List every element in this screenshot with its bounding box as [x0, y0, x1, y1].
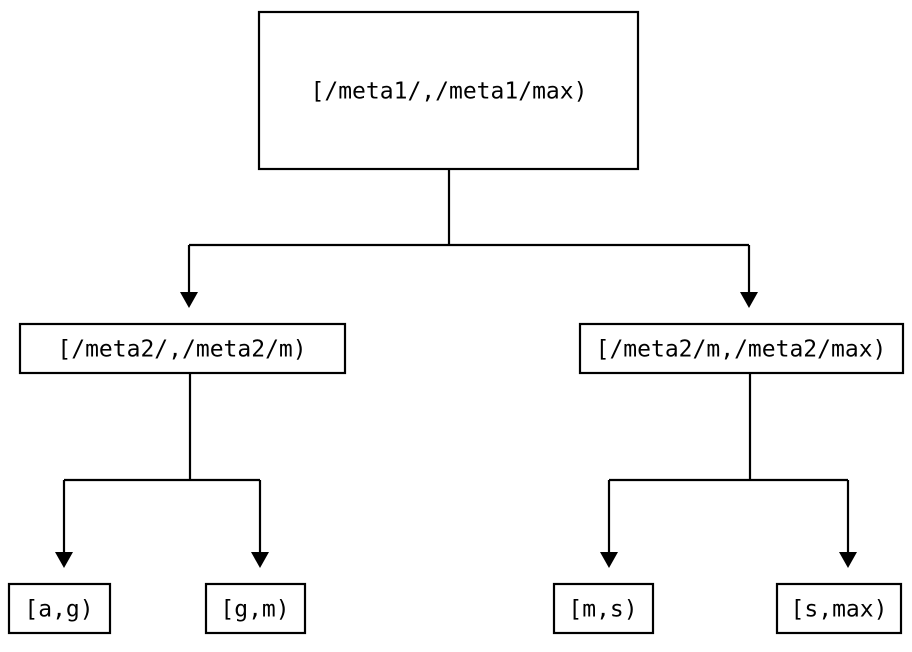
arrowhead-root-to-mid-right — [740, 292, 758, 308]
node-root-box[interactable] — [257, 10, 640, 171]
node-mid-left-box[interactable] — [18, 322, 347, 375]
node-leaf-gm[interactable]: [g,m) — [204, 582, 307, 635]
node-root-label: [/meta1/,/meta1/max) — [311, 79, 588, 105]
edge-group-midright-to-leaves — [600, 373, 857, 568]
node-mid-right[interactable]: [/meta2/m,/meta2/max) — [578, 322, 905, 375]
arrowhead-mid-right-to-leaf-ms — [600, 552, 618, 568]
node-leaf-gm-label: [g,m) — [220, 597, 289, 623]
edge-group-root-to-mid — [180, 169, 758, 308]
node-leaf-ms-label: [m,s) — [568, 597, 637, 623]
node-leaf-smax-box[interactable] — [775, 582, 903, 635]
edge-group-midleft-to-leaves — [55, 373, 269, 568]
node-mid-right-box[interactable] — [578, 322, 905, 375]
node-leaf-ms-box[interactable] — [552, 582, 655, 635]
arrowhead-mid-right-to-leaf-smax — [839, 552, 857, 568]
node-mid-left[interactable]: [/meta2/,/meta2/m) — [18, 322, 347, 375]
arrowhead-mid-left-to-leaf-ag — [55, 552, 73, 568]
node-leaf-smax-label: [s,max) — [791, 597, 888, 623]
arrowhead-mid-left-to-leaf-gm — [251, 552, 269, 568]
node-leaf-ag-box[interactable] — [7, 582, 112, 635]
node-leaf-ag-label: [a,g) — [24, 597, 93, 623]
node-root[interactable]: [/meta1/,/meta1/max) — [257, 10, 640, 171]
node-mid-right-label: [/meta2/m,/meta2/max) — [596, 337, 887, 363]
node-mid-left-label: [/meta2/,/meta2/m) — [57, 337, 306, 363]
node-leaf-gm-box[interactable] — [204, 582, 307, 635]
node-leaf-smax[interactable]: [s,max) — [775, 582, 903, 635]
node-leaf-ms[interactable]: [m,s) — [552, 582, 655, 635]
arrowhead-root-to-mid-left — [180, 292, 198, 308]
node-leaf-ag[interactable]: [a,g) — [7, 582, 112, 635]
